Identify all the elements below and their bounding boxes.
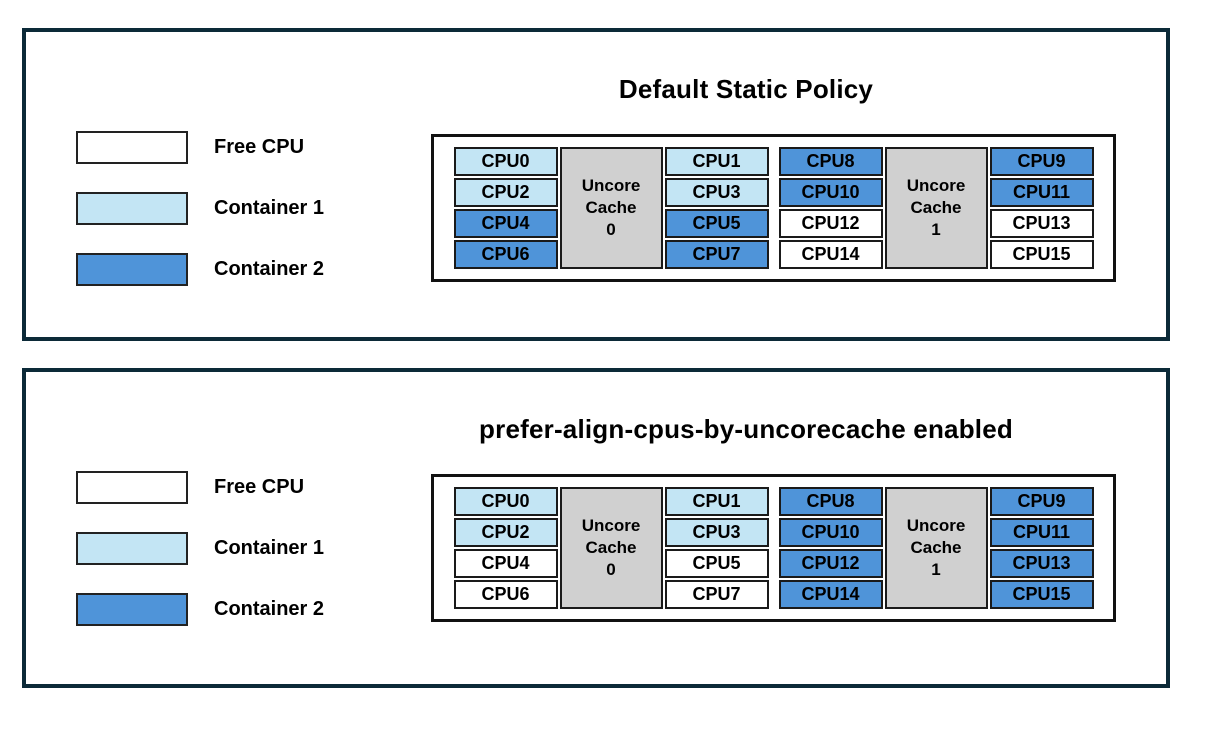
cpu-cell: CPU7 <box>664 240 769 269</box>
cpu-cell: CPU1 <box>664 487 769 516</box>
cpu-column-left: CPU8 CPU10 CPU12 CPU14 <box>778 487 883 609</box>
uncore-cache-1-group: CPU8 CPU10 CPU12 CPU14 Uncore Cache 1 CP… <box>778 487 1094 609</box>
cpu-topology-diagram: CPU0 CPU2 CPU4 CPU6 Uncore Cache 0 CPU1 … <box>431 134 1116 282</box>
cpu-cell: CPU13 <box>989 209 1094 238</box>
cpu-cell: CPU14 <box>778 240 883 269</box>
uncore-line: Cache <box>585 537 637 557</box>
uncore-line: Cache <box>910 537 962 557</box>
cpu-cell: CPU9 <box>989 487 1094 516</box>
cpu-cell: CPU3 <box>664 178 769 207</box>
legend-label: Container 1 <box>214 537 325 559</box>
cpu-cell: CPU10 <box>778 178 883 207</box>
cpu-cell: CPU13 <box>989 549 1094 578</box>
panel-default-static-policy: Default Static Policy Free CPU Container… <box>22 28 1170 341</box>
cpu-cell: CPU6 <box>453 580 558 609</box>
cpu-cell: CPU4 <box>453 549 558 578</box>
cpu-cell: CPU3 <box>664 518 769 547</box>
cpu-cell: CPU0 <box>453 487 558 516</box>
uncore-line: 1 <box>931 560 941 580</box>
uncore-line: Uncore <box>581 175 641 195</box>
cpu-cell: CPU14 <box>778 580 883 609</box>
uncore-line: 1 <box>931 220 941 240</box>
uncore-cache-0-block: Uncore Cache 0 <box>559 487 663 609</box>
cpu-column-right: CPU1 CPU3 CPU5 CPU7 <box>664 487 769 609</box>
cpu-cell: CPU15 <box>989 580 1094 609</box>
cpu-cell: CPU4 <box>453 209 558 238</box>
legend-item-container-1: Container 1 <box>76 532 324 565</box>
legend-item-container-1: Container 1 <box>76 192 324 225</box>
free-cpu-swatch <box>76 131 188 164</box>
uncore-line: 0 <box>606 220 616 240</box>
cpu-column-right: CPU9 CPU11 CPU13 CPU15 <box>989 487 1094 609</box>
uncore-line: 0 <box>606 560 616 580</box>
panel-uncorecache-enabled: prefer-align-cpus-by-uncorecache enabled… <box>22 368 1170 688</box>
uncore-cache-0-block: Uncore Cache 0 <box>559 147 663 269</box>
cpu-cell: CPU5 <box>664 209 769 238</box>
free-cpu-swatch <box>76 471 188 504</box>
cpu-cell: CPU2 <box>453 178 558 207</box>
cpu-cell: CPU11 <box>989 178 1094 207</box>
cpu-column-left: CPU0 CPU2 CPU4 CPU6 <box>453 487 558 609</box>
cpu-cell: CPU8 <box>778 147 883 176</box>
cpu-cell: CPU1 <box>664 147 769 176</box>
legend-item-container-2: Container 2 <box>76 593 324 626</box>
cpu-cell: CPU9 <box>989 147 1094 176</box>
uncore-line: Uncore <box>906 515 966 535</box>
cpu-column-left: CPU0 CPU2 CPU4 CPU6 <box>453 147 558 269</box>
uncore-cache-0-group: CPU0 CPU2 CPU4 CPU6 Uncore Cache 0 CPU1 … <box>453 487 769 609</box>
uncore-line: Uncore <box>906 175 966 195</box>
cpu-column-left: CPU8 CPU10 CPU12 CPU14 <box>778 147 883 269</box>
legend-item-container-2: Container 2 <box>76 253 324 286</box>
panel-title: prefer-align-cpus-by-uncorecache enabled <box>479 414 1013 444</box>
uncore-line: Cache <box>585 197 637 217</box>
cpu-cell: CPU7 <box>664 580 769 609</box>
container-2-swatch <box>76 253 188 286</box>
cpu-cell: CPU8 <box>778 487 883 516</box>
cpu-column-right: CPU9 CPU11 CPU13 CPU15 <box>989 147 1094 269</box>
cpu-cell: CPU10 <box>778 518 883 547</box>
cpu-cell: CPU5 <box>664 549 769 578</box>
legend-label: Container 2 <box>214 258 325 280</box>
container-1-swatch <box>76 192 188 225</box>
uncore-line: Uncore <box>581 515 641 535</box>
uncore-line: Cache <box>910 197 962 217</box>
legend-label: Free CPU <box>214 136 305 158</box>
legend-label: Container 2 <box>214 598 325 620</box>
container-1-swatch <box>76 532 188 565</box>
cpu-cell: CPU12 <box>778 549 883 578</box>
uncore-cache-1-block: Uncore Cache 1 <box>884 487 988 609</box>
legend-item-free-cpu: Free CPU <box>76 471 324 504</box>
uncore-cache-1-block: Uncore Cache 1 <box>884 147 988 269</box>
uncore-cache-1-group: CPU8 CPU10 CPU12 CPU14 Uncore Cache 1 CP… <box>778 147 1094 269</box>
legend-item-free-cpu: Free CPU <box>76 131 324 164</box>
cpu-cell: CPU2 <box>453 518 558 547</box>
cpu-cell: CPU15 <box>989 240 1094 269</box>
cpu-topology-diagram: CPU0 CPU2 CPU4 CPU6 Uncore Cache 0 CPU1 … <box>431 474 1116 622</box>
uncore-cache-0-group: CPU0 CPU2 CPU4 CPU6 Uncore Cache 0 CPU1 … <box>453 147 769 269</box>
cpu-cell: CPU11 <box>989 518 1094 547</box>
cpu-cell: CPU12 <box>778 209 883 238</box>
legend-label: Free CPU <box>214 476 305 498</box>
panel-title: Default Static Policy <box>618 74 874 104</box>
legend: Free CPU Container 1 Container 2 <box>76 471 324 654</box>
legend-label: Container 1 <box>214 197 325 219</box>
cpu-column-right: CPU1 CPU3 CPU5 CPU7 <box>664 147 769 269</box>
legend: Free CPU Container 1 Container 2 <box>76 131 324 314</box>
cpu-cell: CPU6 <box>453 240 558 269</box>
cpu-cell: CPU0 <box>453 147 558 176</box>
container-2-swatch <box>76 593 188 626</box>
